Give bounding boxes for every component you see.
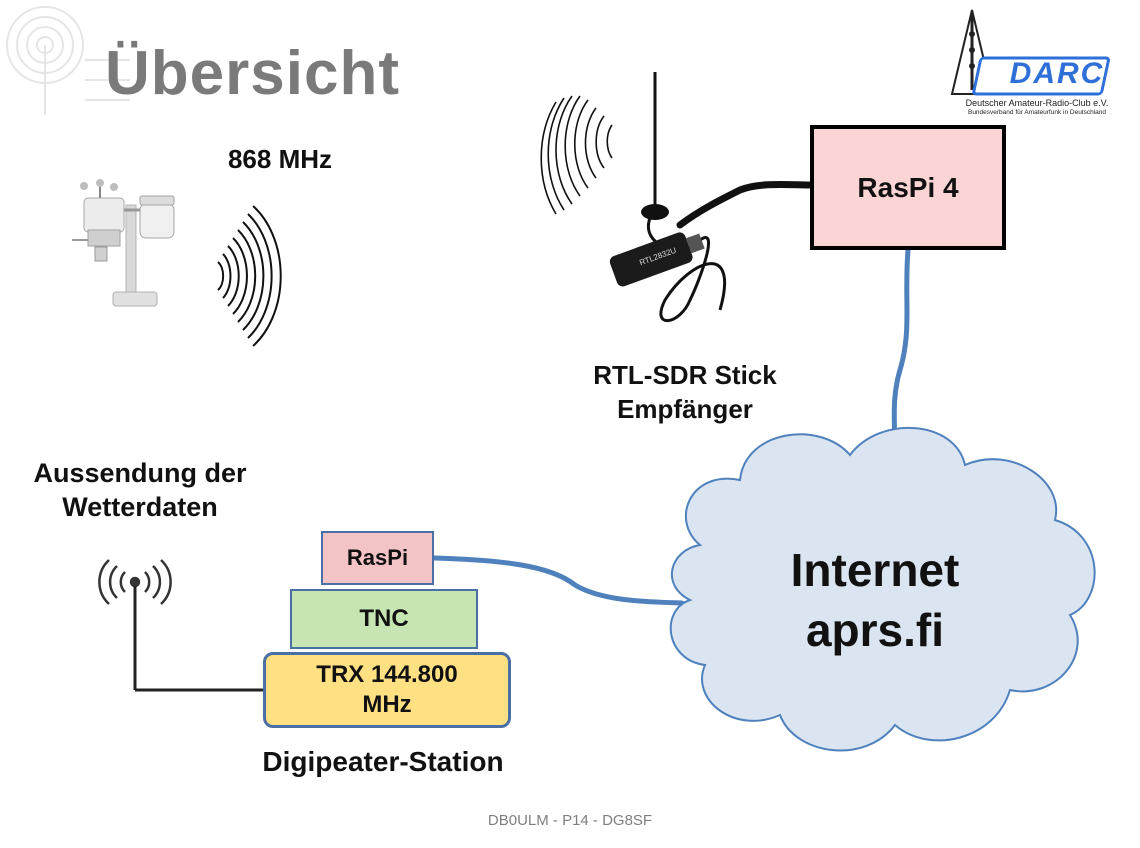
darc-logo: DARC Deutscher Amateur-Radio-Club e.V. B… (948, 6, 1126, 118)
transmission-label-line2: Wetterdaten (62, 492, 218, 522)
trx-box: TRX 144.800 MHz (263, 652, 511, 728)
cloud-label-line1: Internet (790, 544, 960, 596)
darc-logo-subtitle: Deutscher Amateur-Radio-Club e.V. (965, 98, 1109, 108)
slide-title: Übersicht (105, 39, 400, 108)
receiver-label-line1: RTL-SDR Stick (593, 360, 777, 390)
weather-station-image (72, 179, 175, 307)
digipeater-raspi-box: RasPi (321, 531, 434, 585)
digipeater-internet-link (431, 555, 685, 606)
transmission-label-line1: Aussendung der (33, 458, 247, 488)
darc-logo-subtitle-2: Bundesverband für Amateurfunk in Deutsch… (967, 109, 1107, 116)
weather-radio-waves (217, 205, 282, 347)
receiver-radio-waves (540, 95, 613, 215)
transmission-label: Aussendung der Wetterdaten (0, 456, 280, 524)
raspi4-label: RasPi 4 (857, 171, 959, 203)
trx-label-line2: MHz (362, 691, 412, 718)
slide-footer: DB0ULM - P14 - DG8SF (487, 812, 653, 829)
antenna-icon (98, 559, 265, 692)
digipeater-caption: Digipeater-Station (262, 746, 504, 777)
decorative-radio-watermark (6, 6, 130, 115)
trx-label-line1: TRX 144.800 (316, 661, 458, 688)
receiver-label-line2: Empfänger (617, 394, 753, 424)
darc-logo-icon (950, 9, 1110, 96)
digipeater-raspi-label: RasPi (346, 545, 409, 570)
cloud-label: Internet aprs.fi (745, 540, 1005, 660)
rtl-sdr-stick-image: RTL2832U (609, 72, 816, 323)
tnc-box: TNC (290, 589, 478, 649)
raspi4-box: RasPi 4 (810, 125, 1006, 250)
receiver-label: RTL-SDR Stick Empfänger (560, 358, 810, 426)
frequency-label: 868 MHz (227, 144, 333, 174)
cloud-label-line2: aprs.fi (805, 604, 945, 656)
darc-logo-text: DARC (1009, 57, 1105, 90)
internet-cloud (669, 426, 1096, 752)
tnc-label: TNC (359, 605, 409, 632)
